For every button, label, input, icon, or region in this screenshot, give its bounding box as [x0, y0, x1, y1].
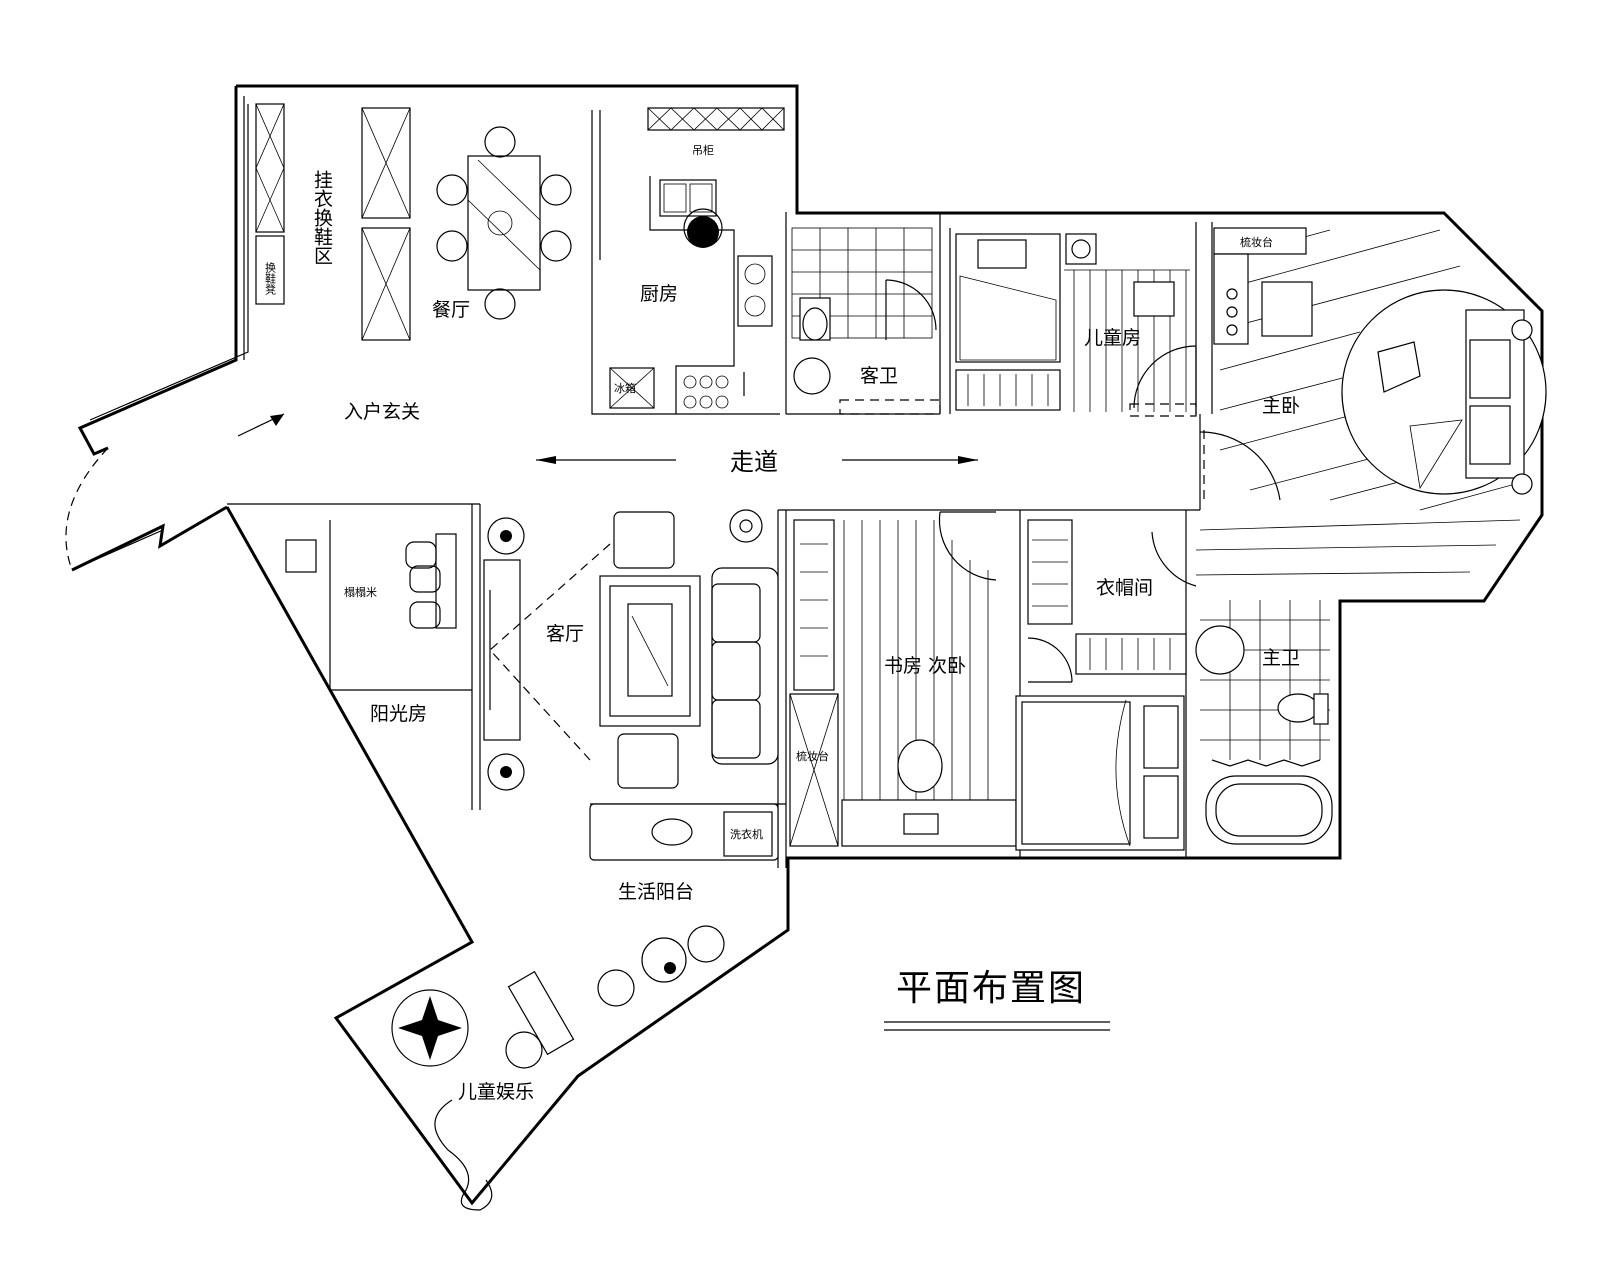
- label-washer: 洗衣机: [730, 827, 763, 841]
- tatami: [285, 533, 457, 629]
- chair-icon: [897, 739, 943, 793]
- label-walk-in-closet: 衣帽间: [1096, 577, 1153, 599]
- wardrobe-cloak: [255, 103, 285, 305]
- label-study: 书房 次卧: [884, 655, 966, 677]
- master-bath: [1195, 600, 1333, 845]
- dining-table-icon: [436, 126, 572, 320]
- compass-icon: [391, 989, 469, 1067]
- label-dining: 餐厅: [432, 299, 470, 321]
- sink-icon: [651, 818, 693, 846]
- kids-play-area: [391, 925, 725, 1211]
- label-corridor: 走道: [730, 448, 778, 476]
- washing-machine-icon: [723, 811, 773, 857]
- kitchen: [609, 107, 785, 414]
- label-utility-balcony: 生活阳台: [618, 881, 694, 903]
- chair-icon: [687, 925, 725, 963]
- plant-icon: [729, 509, 763, 543]
- label-master-bath: 主卫: [1262, 647, 1300, 669]
- bench-icon: [507, 970, 575, 1056]
- label-master-bedroom: 主卧: [1262, 395, 1300, 417]
- pouf-icon: [505, 1031, 543, 1069]
- armchair-icon: [1261, 281, 1313, 337]
- sink-icon: [793, 357, 831, 395]
- label-guest-bath: 客卫: [860, 365, 898, 387]
- lamp-icon: [903, 813, 939, 835]
- label-kitchen: 厨房: [640, 283, 678, 305]
- room-labels: 挂衣换鞋区 换鞋凳 餐厅 厨房 客卫 儿童房 主卧 入户玄关 走道 榻榻米 阳光…: [264, 144, 1301, 1103]
- label-shoe-bench: 换鞋凳: [264, 261, 277, 295]
- living-room: [483, 509, 779, 861]
- plant-icon: [487, 753, 525, 791]
- table-icon: [641, 937, 687, 983]
- study-room: [789, 511, 1017, 847]
- guest-bath: [791, 227, 941, 415]
- coffee-table-icon: [627, 603, 673, 697]
- dining-cabinets: [361, 107, 411, 341]
- bed-icon: [1015, 695, 1185, 851]
- label-vanity-master: 梳妆台: [1240, 235, 1273, 249]
- entry-arrow-icon: [237, 413, 285, 437]
- outer-walls: [65, 84, 1544, 1206]
- plant-icon: [487, 517, 525, 555]
- walk-in-closet: [1027, 519, 1197, 683]
- label-vanity-study: 梳妆台: [796, 749, 829, 763]
- sink-icon: [1195, 625, 1245, 675]
- label-cloakroom-area: 挂衣换鞋区: [311, 170, 333, 265]
- armchair-icon: [613, 511, 675, 569]
- label-living-room: 客厅: [546, 623, 584, 645]
- lamp-icon: [1065, 233, 1097, 265]
- wardrobe-icon: [793, 519, 835, 691]
- bathtub-icon: [1205, 775, 1333, 845]
- stove-icon: [737, 255, 773, 327]
- sofa-icon: [711, 567, 779, 765]
- label-sunroom: 阳光房: [370, 703, 427, 725]
- toilet-icon: [1277, 693, 1319, 723]
- chair-icon: [1133, 281, 1175, 317]
- kettle-icon: [687, 216, 719, 248]
- label-kids-play: 儿童娱乐: [458, 1081, 534, 1103]
- label-entrance: 入户玄关: [344, 401, 420, 423]
- armchair-icon: [617, 733, 679, 789]
- lamp-table-icon: [285, 539, 317, 573]
- kids-room: [955, 233, 1197, 417]
- chair-icon: [597, 969, 635, 1007]
- label-kids-room: 儿童房: [1084, 327, 1141, 349]
- corridor-arrows: [536, 456, 978, 464]
- label-tatami: 榻榻米: [344, 585, 377, 599]
- label-fridge: 冰箱: [614, 381, 636, 395]
- master-bedroom: [1195, 227, 1547, 576]
- label-kitchen-cabinet: 吊柜: [692, 144, 714, 157]
- plan-title: 平面布置图: [896, 968, 1086, 1009]
